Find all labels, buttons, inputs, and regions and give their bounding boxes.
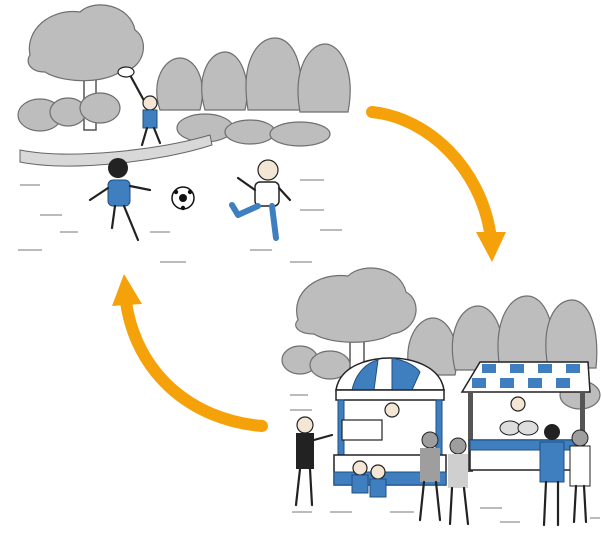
- festival-scene: [282, 268, 600, 525]
- soccer-ball: [172, 187, 194, 210]
- park-scene: [18, 5, 350, 262]
- arrow-festival-to-park: [112, 274, 262, 426]
- child-with-net: [118, 67, 160, 145]
- child-running: [90, 158, 150, 240]
- child-kicking: [232, 160, 290, 238]
- arrow-park-to-festival: [372, 112, 506, 262]
- park-background-trees: [157, 38, 350, 112]
